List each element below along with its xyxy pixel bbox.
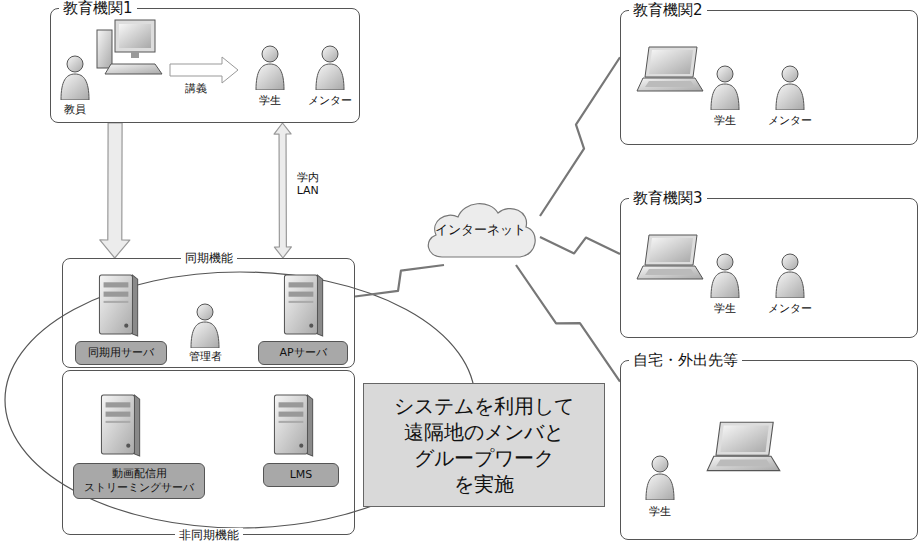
node-text: インターネット [435, 221, 526, 239]
server-icon [284, 275, 322, 336]
student-icon [256, 46, 284, 90]
server-icon [101, 395, 139, 456]
person-label: 学生 [712, 114, 738, 127]
person-label: 講義 [183, 82, 209, 95]
network-link [355, 265, 444, 297]
network-link [540, 57, 620, 216]
server-label: 同期用サーバ [75, 341, 167, 365]
person-label: メンター [766, 114, 814, 127]
group-heading: 教育機関1 [59, 0, 137, 17]
callout-box: システムを利用して 遠隔地のメンバと グループワーク を実施 [363, 383, 605, 507]
group-heading: 同期機能 [181, 251, 237, 265]
laptop-icon [707, 422, 780, 470]
admin-icon [191, 304, 219, 348]
person-label: 学生 [647, 505, 673, 518]
lecture-arrow [170, 57, 238, 83]
student-icon [711, 254, 739, 298]
async-group: 非同期機能動画配信用 ストリーミングサーバLMS [62, 370, 355, 535]
mentor-icon [776, 254, 804, 298]
node-text: 動画配信用 ストリーミングサーバ [74, 467, 204, 495]
teacher-icon [61, 56, 89, 100]
node-text: APサーバ [279, 346, 326, 360]
server-icon [99, 275, 137, 336]
flow-arrow [100, 123, 130, 258]
person-label: メンター [766, 302, 814, 315]
person-label: 教員 [62, 103, 88, 116]
node-text: システムを利用して 遠隔地のメンバと グループワーク を実施 [386, 393, 582, 497]
server-label: APサーバ [258, 341, 348, 365]
student-icon [711, 66, 739, 110]
person-label: 学生 [257, 94, 283, 107]
person-label: 学生 [712, 302, 738, 315]
student-icon [646, 456, 674, 500]
institution-box: 教育機関3 [620, 198, 918, 338]
node-text: 同期用サーバ [88, 346, 154, 360]
server-label: 動画配信用 ストリーミングサーバ [73, 463, 205, 499]
group-heading: 非同期機能 [175, 528, 243, 542]
person-label: メンター [306, 94, 354, 107]
internet-cloud: インターネット [420, 195, 540, 265]
network-link [540, 237, 620, 254]
group-heading: 教育機関2 [629, 1, 707, 19]
server-label: LMS [263, 463, 339, 487]
mentor-icon [776, 66, 804, 110]
laptop-icon [637, 47, 703, 91]
person-label: 管理者 [187, 350, 224, 363]
server-icon [274, 395, 312, 456]
flow-arrow [274, 123, 291, 258]
laptop-icon [637, 235, 703, 279]
edge-label: 学内 LAN [297, 171, 325, 197]
group-heading: 自宅・外出先等 [629, 351, 742, 369]
desktop-pc [97, 20, 162, 74]
mentor-icon [316, 46, 344, 90]
group-heading: 教育機関3 [629, 189, 707, 207]
node-text: LMS [290, 468, 313, 482]
network-link [516, 265, 620, 382]
